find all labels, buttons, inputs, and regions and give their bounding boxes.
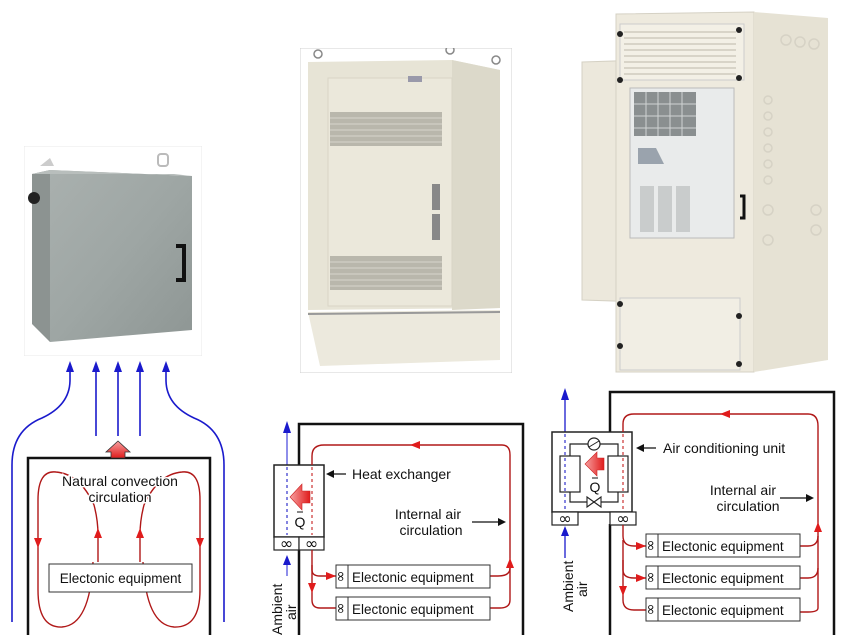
heat-symbol: Q xyxy=(295,514,306,530)
fan-icon: ∞ xyxy=(643,604,659,616)
internal-air-label-2: circulation xyxy=(716,498,779,514)
internal-air-loops xyxy=(37,471,201,628)
fan-icon: ∞ xyxy=(616,509,629,528)
heat-symbol: Q xyxy=(590,479,601,495)
ambient-air-flow xyxy=(11,370,225,622)
equipment-label: Electonic equipment xyxy=(662,603,784,618)
heat-transfer-arrow-icon xyxy=(584,451,605,477)
cabinet-beige-image xyxy=(300,48,512,373)
enclosure-outline xyxy=(608,390,836,635)
internal-air-label-1: Internal air xyxy=(710,482,776,498)
ambient-air-label-1: Ambient xyxy=(269,584,285,635)
equipment-list: ∞ Electonic equipment ∞ Electonic equipm… xyxy=(643,533,801,622)
photo-outdoor-cabinet-heat-exchanger xyxy=(300,48,512,373)
diagram-heat-exchanger: Q ∞ ∞ Heat exchanger Internal air circul… xyxy=(269,421,525,635)
equipment-box xyxy=(48,563,193,593)
fan-icon: ∞ xyxy=(558,509,571,528)
ambient-air-label-2: air xyxy=(283,604,299,620)
fan-icons: ∞ ∞ xyxy=(551,509,637,528)
internal-air-circulation xyxy=(311,444,511,609)
internal-air-label-1: Internal air xyxy=(395,506,461,522)
fan-icon: ∞ xyxy=(643,540,659,552)
equipment-label: Electonic equipment xyxy=(662,571,784,586)
internal-air-label-2: circulation xyxy=(399,522,462,538)
fan-icon: ∞ xyxy=(305,534,318,553)
equipment-list: ∞ Electonic equipment ∞ Electonic equipm… xyxy=(333,564,491,621)
air-conditioning-unit-label: Air conditioning unit xyxy=(663,440,785,456)
diagram-natural-convection: Natural convection circulation Electonic… xyxy=(11,361,225,635)
fan-icons: ∞ ∞ xyxy=(273,534,325,553)
equipment-label: Electonic equipment xyxy=(60,571,182,586)
internal-arrowheads xyxy=(308,441,514,593)
diagram-air-conditioner: Q ∞ ∞ Air conditioning unit Intern xyxy=(551,388,836,635)
ambient-air-label-1: Ambient xyxy=(560,561,576,612)
internal-arrowheads xyxy=(34,528,204,548)
internal-arrowheads xyxy=(619,410,822,596)
fan-icon: ∞ xyxy=(333,603,349,615)
photo-outdoor-cabinet-air-conditioner xyxy=(576,0,838,382)
fan-icon: ∞ xyxy=(643,572,659,584)
fan-icon: ∞ xyxy=(280,534,293,553)
heat-transfer-arrow-icon xyxy=(289,483,311,511)
expansion-valve-icon xyxy=(586,495,602,509)
heat-up-arrow-icon xyxy=(104,440,132,459)
ambient-air-label-2: air xyxy=(574,581,590,597)
enclosure-grey-image xyxy=(24,146,202,356)
internal-air-circulation xyxy=(622,413,819,613)
heat-exchanger-label: Heat exchanger xyxy=(352,466,451,482)
fan-icon: ∞ xyxy=(333,571,349,583)
photo-wall-mounted-enclosure xyxy=(24,146,202,356)
equipment-label: Electonic equipment xyxy=(352,602,474,617)
equipment-label: Electonic equipment xyxy=(662,539,784,554)
enclosure-outline xyxy=(297,422,525,635)
cabinet-ac-image xyxy=(576,0,838,382)
equipment-label: Electonic equipment xyxy=(352,570,474,585)
natural-convection-label-1: Natural convection xyxy=(62,473,178,489)
ambient-arrowheads xyxy=(66,361,170,372)
natural-convection-label-2: circulation xyxy=(88,489,151,505)
